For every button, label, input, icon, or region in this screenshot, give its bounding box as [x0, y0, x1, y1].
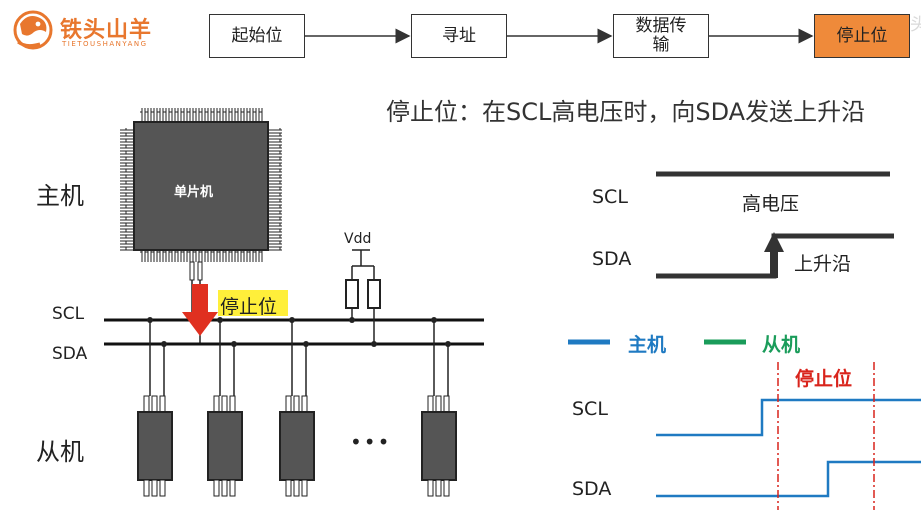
vdd-label: Vdd — [344, 231, 372, 247]
stop-interval-label: 停止位 — [795, 368, 853, 390]
lower-scl-wave — [656, 398, 921, 437]
legend-master-label: 主机 — [628, 334, 667, 356]
logo-subtext: TIETOUSHANYANG — [62, 40, 148, 48]
master-label: 主机 — [36, 182, 84, 210]
red-down-arrow-icon — [182, 284, 218, 336]
pullup-resistors — [345, 249, 381, 347]
rise-arrow-icon — [764, 232, 784, 252]
stop-tag-highlight — [218, 290, 288, 316]
legend-slave-label: 从机 — [762, 334, 801, 356]
mcu-label: 单片机 — [174, 185, 214, 200]
upper-scl-label: SCL — [592, 186, 628, 208]
page-subtitle: 停止位：在SCL高电压时，向SDA发送上升沿 — [386, 98, 866, 126]
slave-label: 从机 — [36, 438, 84, 466]
stop-tag: 停止位 — [220, 296, 278, 318]
step-start: 起始位 — [209, 14, 305, 58]
lower-sda-label: SDA — [572, 478, 612, 500]
step-address: 寻址 — [411, 14, 507, 58]
bus-scl-label: SCL — [52, 304, 85, 324]
more-slaves-ellipsis: ••• — [350, 430, 392, 454]
bus-sda-label: SDA — [52, 344, 88, 364]
logo-text: 铁头山羊 — [60, 18, 153, 43]
upper-waveform — [656, 171, 894, 279]
slave-chip-1-icon — [137, 320, 173, 497]
logo: 铁头山羊 TIETOUSHANYANG — [10, 8, 180, 52]
slave-chip-4-icon — [421, 320, 457, 497]
mcu-chip-icon — [120, 108, 282, 262]
slave-chip-3-icon — [279, 320, 315, 497]
slave-chip-2-icon — [207, 320, 243, 497]
upper-sda-label: SDA — [592, 248, 632, 270]
high-voltage-label: 高电压 — [742, 193, 800, 215]
step-data-transfer: 数据传输 — [613, 14, 709, 58]
rising-edge-label: 上升沿 — [794, 253, 852, 275]
lower-sda-wave — [656, 460, 921, 498]
goat-logo-icon — [13, 10, 53, 50]
step-stop: 停止位 — [814, 14, 910, 58]
lower-scl-label: SCL — [572, 398, 608, 420]
